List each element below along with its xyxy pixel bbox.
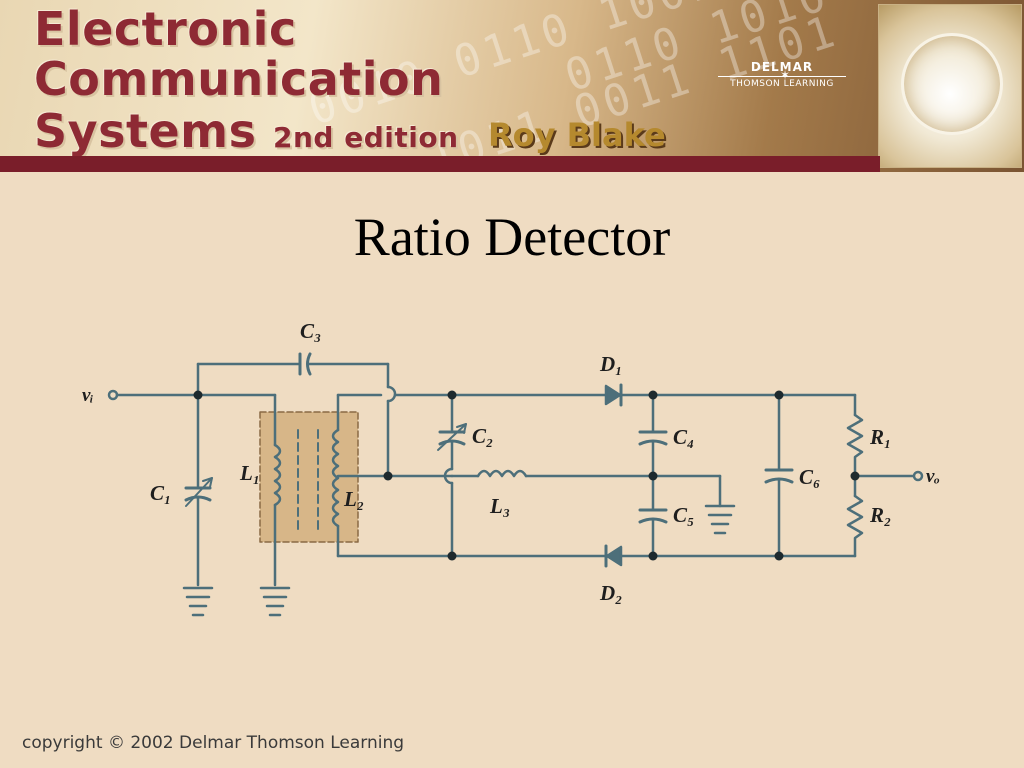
inductor-l3 bbox=[476, 469, 528, 478]
junction-dot bbox=[193, 390, 203, 400]
label-c4: C₄ bbox=[673, 425, 694, 449]
copyright-footer: copyright © 2002 Delmar Thomson Learning bbox=[22, 733, 405, 753]
label-c2: C₂ bbox=[472, 424, 493, 448]
label-c5: C₅ bbox=[673, 503, 694, 527]
inductor-l1 bbox=[273, 443, 282, 507]
resistor-r1 bbox=[846, 413, 864, 478]
label-r2: R₂ bbox=[869, 503, 891, 527]
junction-dot bbox=[447, 551, 457, 561]
publisher-logo: DELMAR ✶ THOMSON LEARNING bbox=[712, 60, 852, 89]
junction-dot bbox=[648, 551, 658, 561]
header-banner: 0010 0110 1001 1011 0011 1101 0110 1010 … bbox=[0, 0, 1024, 172]
wire-crossover bbox=[443, 467, 454, 485]
author-name: Roy Blake bbox=[488, 116, 666, 154]
label-c6: C₆ bbox=[799, 465, 820, 489]
book-title-word: Systems bbox=[34, 104, 257, 158]
publisher-name: DELMAR bbox=[750, 60, 814, 74]
variable-arrow bbox=[437, 423, 467, 451]
junction-dot bbox=[447, 390, 457, 400]
label-l2: L₂ bbox=[343, 487, 364, 511]
ratio-detector-schematic: vᵢ vₒ C₃ C₁ L₁ L₂ C₂ L₃ D₁ D₂ C₄ C₅ C₆ R… bbox=[82, 319, 940, 617]
output-terminal bbox=[912, 470, 924, 482]
label-d1: D₁ bbox=[599, 352, 623, 376]
label-r1: R₁ bbox=[869, 425, 891, 449]
label-l1: L₁ bbox=[239, 461, 260, 485]
banner-accent-strip bbox=[0, 156, 880, 172]
publisher-subtitle: THOMSON LEARNING bbox=[730, 79, 834, 89]
junction-dot bbox=[850, 471, 860, 481]
inductor-l2 bbox=[331, 428, 340, 528]
wire-crossover bbox=[386, 385, 397, 403]
slide-title: Ratio Detector bbox=[353, 207, 671, 267]
satellite-dish-image bbox=[878, 4, 1022, 168]
book-title-line2: Communication bbox=[34, 52, 444, 106]
diode-d1 bbox=[604, 384, 622, 406]
book-title-line3: Systems 2nd edition bbox=[34, 104, 459, 158]
label-vo: vₒ bbox=[926, 466, 940, 487]
junction-dot bbox=[648, 471, 658, 481]
star-icon: ✶ bbox=[780, 68, 791, 82]
label-d2: D₂ bbox=[599, 581, 623, 605]
label-l3: L₃ bbox=[489, 494, 510, 518]
resistor-r2 bbox=[846, 494, 864, 558]
diode-d2 bbox=[605, 545, 623, 567]
label-vi: vᵢ bbox=[82, 385, 94, 406]
satellite-dish-icon bbox=[901, 33, 1003, 135]
variable-arrowhead bbox=[456, 423, 467, 434]
publisher-divider: ✶ bbox=[718, 68, 846, 82]
book-title-line1: Electronic bbox=[34, 2, 297, 56]
variable-arrow bbox=[185, 477, 213, 507]
variable-arrowhead bbox=[202, 477, 213, 488]
junction-dot bbox=[648, 390, 658, 400]
junction-dot bbox=[383, 471, 393, 481]
edition-label: 2nd edition bbox=[273, 121, 459, 154]
junction-dot bbox=[774, 390, 784, 400]
label-c3: C₃ bbox=[300, 319, 321, 343]
label-c1: C₁ bbox=[150, 481, 171, 505]
junction-dot bbox=[774, 551, 784, 561]
